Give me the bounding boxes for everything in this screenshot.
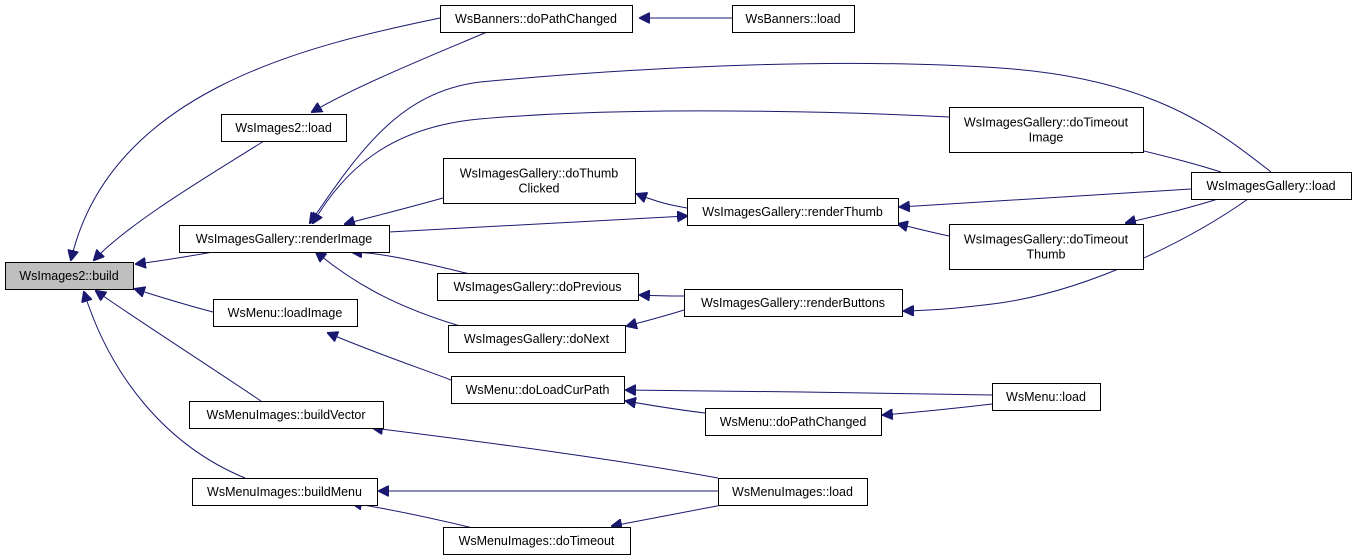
node-label: WsMenu::doPathChanged bbox=[720, 415, 867, 429]
node-label: WsImagesGallery::load bbox=[1206, 179, 1335, 193]
node-box bbox=[718, 478, 868, 506]
node-label: WsImagesGallery::renderImage bbox=[196, 232, 373, 246]
node-label: WsBanners::load bbox=[745, 12, 840, 26]
node-n18[interactable]: WsMenuImages::load bbox=[718, 478, 868, 506]
edge-n7-to-n4 bbox=[310, 62, 1272, 223]
node-box bbox=[1191, 172, 1352, 200]
node-n10[interactable]: WsImagesGallery::doPrevious bbox=[437, 273, 639, 301]
node-box bbox=[949, 107, 1144, 153]
node-label: WsMenu::load bbox=[1006, 390, 1086, 404]
edge-n9-to-n8 bbox=[898, 224, 950, 237]
node-box bbox=[992, 383, 1101, 411]
edge-n8-to-n5 bbox=[637, 194, 688, 209]
node-box bbox=[684, 289, 903, 317]
node-label: WsImagesGallery::doNext bbox=[464, 332, 610, 346]
node-n8[interactable]: WsImagesGallery::renderThumb bbox=[687, 198, 899, 226]
edge-n15-to-n16 bbox=[883, 403, 993, 415]
edge-n5-to-n4 bbox=[345, 197, 444, 224]
node-label: Thumb bbox=[1027, 248, 1066, 262]
node-box bbox=[732, 5, 855, 33]
edge-n13-to-n0 bbox=[135, 289, 214, 313]
node-n0[interactable]: WsImages2::build bbox=[5, 262, 134, 290]
node-n16[interactable]: WsMenu::doPathChanged bbox=[705, 408, 882, 436]
node-n20[interactable]: WsMenuImages::doTimeout bbox=[443, 527, 631, 555]
edge-n11-to-n10 bbox=[640, 295, 685, 296]
edge-n1-to-n0 bbox=[71, 17, 441, 260]
edge-n8-to-n4 bbox=[388, 216, 687, 233]
node-box bbox=[192, 478, 378, 506]
node-box bbox=[443, 158, 636, 204]
node-label: WsImagesGallery::doTimeout bbox=[964, 116, 1129, 130]
node-box bbox=[5, 262, 134, 290]
node-box bbox=[448, 325, 626, 353]
node-box bbox=[687, 198, 899, 226]
edge-n7-to-n9 bbox=[1126, 197, 1222, 223]
node-label: WsMenuImages::buildMenu bbox=[207, 485, 362, 499]
node-n2[interactable]: WsBanners::load bbox=[732, 5, 855, 33]
edge-n16-to-n14 bbox=[626, 401, 706, 414]
node-label: WsMenuImages::buildVector bbox=[206, 408, 365, 422]
node-n7[interactable]: WsImagesGallery::load bbox=[1191, 172, 1352, 200]
node-label: WsImagesGallery::renderButtons bbox=[701, 296, 885, 310]
node-label: WsImagesGallery::renderThumb bbox=[702, 205, 883, 219]
edge-n20-to-n19 bbox=[352, 503, 474, 529]
edge-n12-to-n4 bbox=[316, 252, 461, 327]
node-label: WsMenuImages::load bbox=[732, 485, 853, 499]
node-box bbox=[949, 224, 1144, 270]
edge-n6-to-n4 bbox=[313, 110, 950, 223]
node-label: WsMenuImages::doTimeout bbox=[459, 534, 615, 548]
node-n11[interactable]: WsImagesGallery::renderButtons bbox=[684, 289, 903, 317]
edge-n18-to-n20 bbox=[612, 504, 723, 526]
edge-n3-to-n0 bbox=[94, 140, 265, 260]
node-box bbox=[443, 527, 631, 555]
node-label: WsMenu::doLoadCurPath bbox=[466, 383, 610, 397]
node-label: Image bbox=[1029, 131, 1064, 145]
node-n17[interactable]: WsMenuImages::buildVector bbox=[189, 401, 384, 429]
edge-n14-to-n13 bbox=[328, 333, 452, 381]
node-label: WsMenu::loadImage bbox=[228, 306, 343, 320]
node-box bbox=[437, 273, 639, 301]
edge-n4-to-n0 bbox=[136, 251, 214, 264]
node-n4[interactable]: WsImagesGallery::renderImage bbox=[179, 225, 390, 253]
node-n1[interactable]: WsBanners::doPathChanged bbox=[440, 5, 633, 33]
node-box bbox=[189, 401, 384, 429]
node-n14[interactable]: WsMenu::doLoadCurPath bbox=[451, 376, 625, 404]
nodes-layer: WsImages2::build WsBanners::doPathChanged… bbox=[5, 5, 1352, 555]
node-label: WsImagesGallery::doThumb bbox=[460, 167, 618, 181]
node-label: WsImagesGallery::doTimeout bbox=[964, 233, 1129, 247]
node-box bbox=[221, 114, 347, 142]
edge-n19-to-n0 bbox=[84, 292, 246, 479]
node-box bbox=[451, 376, 625, 404]
node-box bbox=[179, 225, 390, 253]
node-label: WsImagesGallery::doPrevious bbox=[453, 280, 621, 294]
node-box bbox=[440, 5, 633, 33]
edge-n1-to-n3 bbox=[312, 31, 488, 112]
node-n19[interactable]: WsMenuImages::buildMenu bbox=[192, 478, 378, 506]
node-box bbox=[213, 299, 358, 327]
node-n12[interactable]: WsImagesGallery::doNext bbox=[448, 325, 626, 353]
node-box bbox=[705, 408, 882, 436]
node-label: Clicked bbox=[519, 182, 560, 196]
node-n15[interactable]: WsMenu::load bbox=[992, 383, 1101, 411]
edge-n17-to-n0 bbox=[96, 291, 262, 402]
node-label: WsImages2::build bbox=[19, 269, 118, 283]
edge-n18-to-n17 bbox=[373, 428, 719, 479]
edge-n11-to-n12 bbox=[627, 309, 685, 326]
node-label: WsBanners::doPathChanged bbox=[455, 12, 617, 26]
edge-n15-to-n14 bbox=[626, 390, 993, 395]
edge-n10-to-n4 bbox=[352, 252, 471, 275]
node-label: WsImages2::load bbox=[235, 121, 332, 135]
edge-n7-to-n11 bbox=[904, 198, 1249, 311]
node-n13[interactable]: WsMenu::loadImage bbox=[213, 299, 358, 327]
edges-layer bbox=[71, 17, 1272, 529]
edge-n7-to-n8 bbox=[900, 188, 1192, 207]
node-n3[interactable]: WsImages2::load bbox=[221, 114, 347, 142]
